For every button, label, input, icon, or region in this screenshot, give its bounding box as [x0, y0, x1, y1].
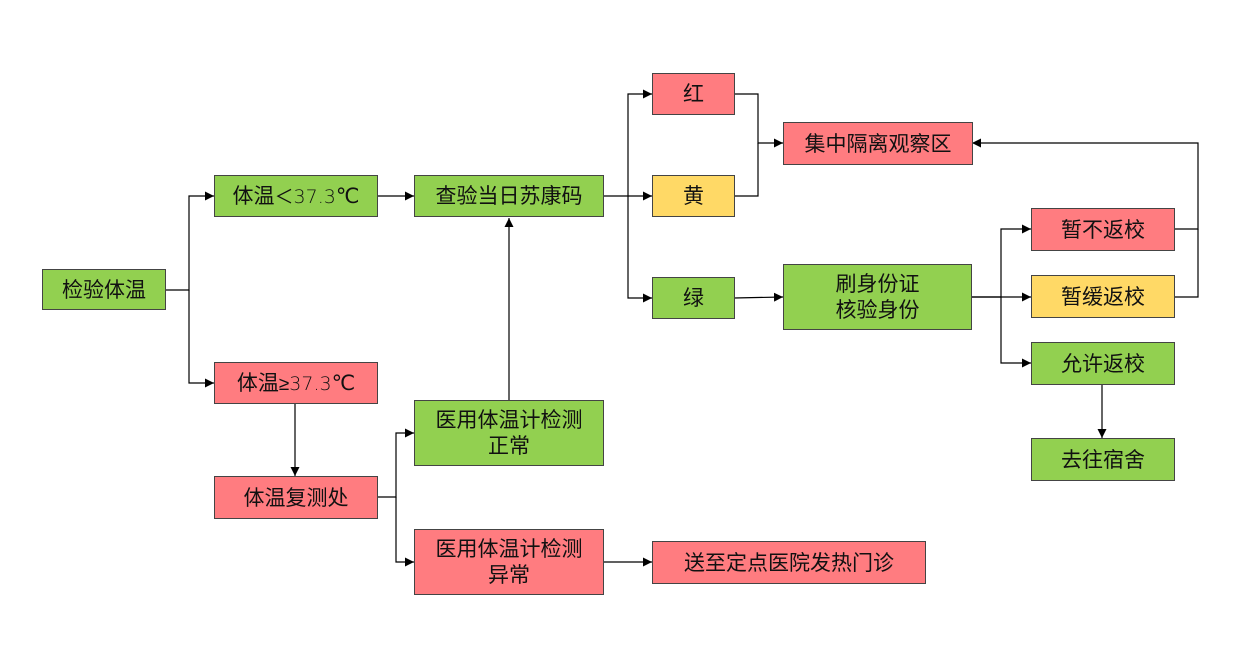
- connector-delay-return-to-quarantine: [1174, 229, 1199, 298]
- connector-id-to-no-return: [971, 224, 1031, 298]
- node-temp-high-label: 体温≥37.3℃: [237, 370, 355, 397]
- node-id-verification-line2: 核验身份: [835, 298, 920, 322]
- temp-high-prefix: 体温: [236, 370, 279, 395]
- node-go-to-dorm-label: 去往宿舍: [1061, 447, 1145, 472]
- node-check-temperature-label: 检验体温: [62, 277, 146, 302]
- node-code-yellow: 黄: [652, 175, 735, 217]
- temp-high-op: ≥: [278, 372, 290, 395]
- temp-normal-op: ＜: [274, 185, 294, 208]
- node-temp-high: 体温≥37.3℃: [214, 362, 378, 404]
- node-retest-normal: 医用体温计检测 正常: [414, 400, 604, 466]
- temp-normal-prefix: 体温: [232, 183, 275, 208]
- node-delay-return-label: 暂缓返校: [1061, 284, 1145, 309]
- node-send-to-hospital: 送至定点医院发热门诊: [652, 541, 926, 584]
- node-code-red-label: 红: [683, 82, 704, 106]
- connector-yellow-to-quarantine: [734, 143, 759, 197]
- connector-retest-to-abnormal: [395, 497, 414, 567]
- temp-normal-unit: ℃: [335, 183, 360, 208]
- connector-id-to-allow-return: [1000, 297, 1031, 368]
- node-no-return-label: 暂不返校: [1061, 217, 1145, 242]
- node-check-health-code: 查验当日苏康码: [414, 175, 604, 217]
- connector-code-to-red: [603, 89, 652, 197]
- temp-high-value: 37.3: [289, 372, 332, 395]
- node-send-to-hospital-label: 送至定点医院发热门诊: [684, 550, 894, 575]
- node-check-temperature: 检验体温: [42, 269, 166, 310]
- connector-code-to-green: [627, 196, 652, 303]
- connector-red-to-quarantine: [734, 93, 783, 148]
- node-quarantine-area-label: 集中隔离观察区: [804, 131, 952, 156]
- node-code-green: 绿: [652, 277, 735, 319]
- node-code-green-label: 绿: [683, 286, 704, 310]
- node-allow-return: 允许返校: [1031, 342, 1175, 385]
- connector-check-temp-to-high: [188, 290, 214, 388]
- connector-retest-to-normal: [377, 428, 414, 498]
- node-retest: 体温复测处: [214, 476, 378, 519]
- node-temp-normal: 体温＜37.3℃: [214, 175, 378, 217]
- node-code-yellow-label: 黄: [683, 184, 704, 208]
- connector-no-return-to-quarantine: [972, 138, 1199, 230]
- node-code-red: 红: [652, 73, 735, 115]
- node-go-to-dorm: 去往宿舍: [1031, 438, 1175, 481]
- node-check-health-code-label: 查验当日苏康码: [435, 184, 583, 208]
- temp-high-unit: ℃: [331, 370, 356, 395]
- temp-normal-value: 37.3: [293, 185, 336, 208]
- node-retest-normal-line2: 正常: [488, 434, 530, 458]
- node-no-return: 暂不返校: [1031, 208, 1175, 251]
- node-allow-return-label: 允许返校: [1061, 351, 1145, 376]
- node-quarantine-area: 集中隔离观察区: [783, 122, 973, 165]
- node-id-verification-line1: 刷身份证: [835, 272, 920, 296]
- node-retest-label: 体温复测处: [243, 485, 349, 510]
- connector-green-to-id: [733, 292, 784, 302]
- node-retest-abnormal-line2: 异常: [488, 563, 530, 587]
- node-temp-normal-label: 体温＜37.3℃: [233, 183, 360, 210]
- connector-check-temp-to-normal: [165, 191, 214, 291]
- node-delay-return: 暂缓返校: [1031, 275, 1175, 318]
- node-retest-abnormal: 医用体温计检测 异常: [414, 529, 604, 595]
- node-retest-normal-line1: 医用体温计检测: [435, 408, 583, 432]
- node-id-verification: 刷身份证 核验身份: [783, 264, 972, 330]
- node-retest-abnormal-line1: 医用体温计检测: [435, 537, 583, 561]
